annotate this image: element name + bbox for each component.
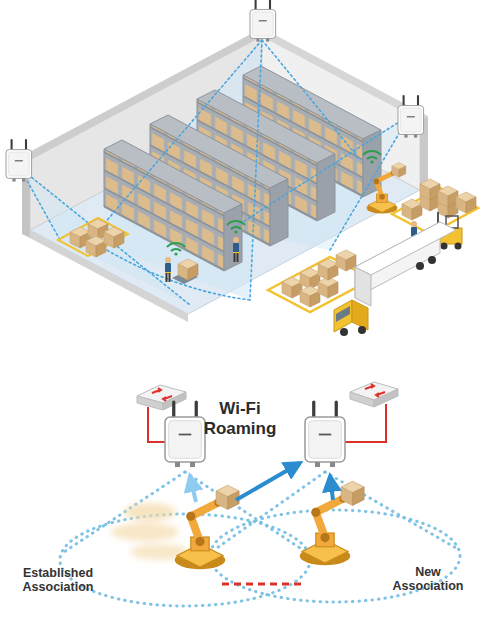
robot-arm	[175, 485, 239, 569]
trailer-front	[355, 267, 371, 306]
wheel	[441, 243, 448, 250]
crate	[318, 259, 338, 280]
coverage-line	[90, 40, 262, 240]
coverage-line	[20, 168, 190, 305]
wheel	[340, 328, 348, 336]
coverage-line	[230, 115, 410, 230]
crate	[178, 259, 198, 280]
crate	[282, 277, 302, 298]
ethernet-wire	[345, 404, 386, 442]
motion-streak	[124, 503, 176, 521]
warehouse	[6, 0, 428, 322]
crate	[456, 192, 476, 213]
access-point	[250, 0, 276, 42]
roaming-arrow	[236, 463, 300, 500]
network-switch	[137, 385, 186, 410]
association-label: New Association	[380, 565, 476, 594]
truck-cab	[334, 300, 352, 332]
crate	[420, 179, 440, 200]
crate	[104, 227, 124, 248]
association-arrow	[330, 476, 333, 500]
loading-area	[268, 179, 478, 336]
coverage-line	[64, 472, 185, 552]
crate	[86, 236, 106, 257]
roaming-path	[222, 583, 306, 586]
wifi-signal	[167, 243, 185, 256]
coverage-line	[250, 40, 262, 300]
coverage-line	[330, 115, 410, 250]
wheel	[428, 256, 436, 264]
truck-cab	[352, 300, 368, 330]
coverage-line	[262, 40, 360, 160]
wheel	[358, 326, 366, 334]
crate	[300, 286, 320, 307]
diagram-title: Wi-Fi Roaming	[190, 399, 290, 438]
robot-arm	[367, 163, 406, 214]
cart	[172, 259, 198, 284]
switch-front	[350, 392, 374, 407]
truck-window	[336, 306, 350, 322]
crate	[402, 199, 422, 220]
switch-front	[137, 396, 163, 410]
coverage-line	[90, 240, 250, 300]
coverage-lines	[20, 40, 410, 305]
crate	[438, 186, 458, 207]
wheel	[416, 262, 424, 270]
motion-blur	[111, 503, 190, 560]
access-point	[398, 96, 424, 138]
access-point	[305, 402, 345, 467]
association-arrow	[190, 476, 196, 502]
switch-arrows	[365, 384, 385, 397]
truck	[334, 222, 456, 336]
shelf-rack	[104, 140, 242, 271]
ethernet-wire	[148, 407, 165, 442]
wifi-signal	[227, 221, 245, 234]
network-switch	[350, 382, 398, 407]
wheel	[455, 243, 462, 250]
floor-marking	[58, 218, 128, 256]
worker	[165, 257, 171, 282]
roaming-panel	[60, 382, 460, 606]
switch-arrows	[152, 388, 172, 401]
access-point	[165, 402, 205, 467]
association-label: Established Association	[8, 566, 108, 595]
trailer-top	[355, 222, 456, 275]
wifi-signal	[363, 151, 381, 164]
access-point	[6, 140, 32, 182]
motion-streak	[111, 523, 179, 541]
crate	[336, 250, 356, 271]
coverage-line	[325, 472, 456, 548]
floor-pallets	[58, 218, 128, 257]
coverage-line	[214, 472, 325, 550]
worker	[233, 237, 239, 262]
